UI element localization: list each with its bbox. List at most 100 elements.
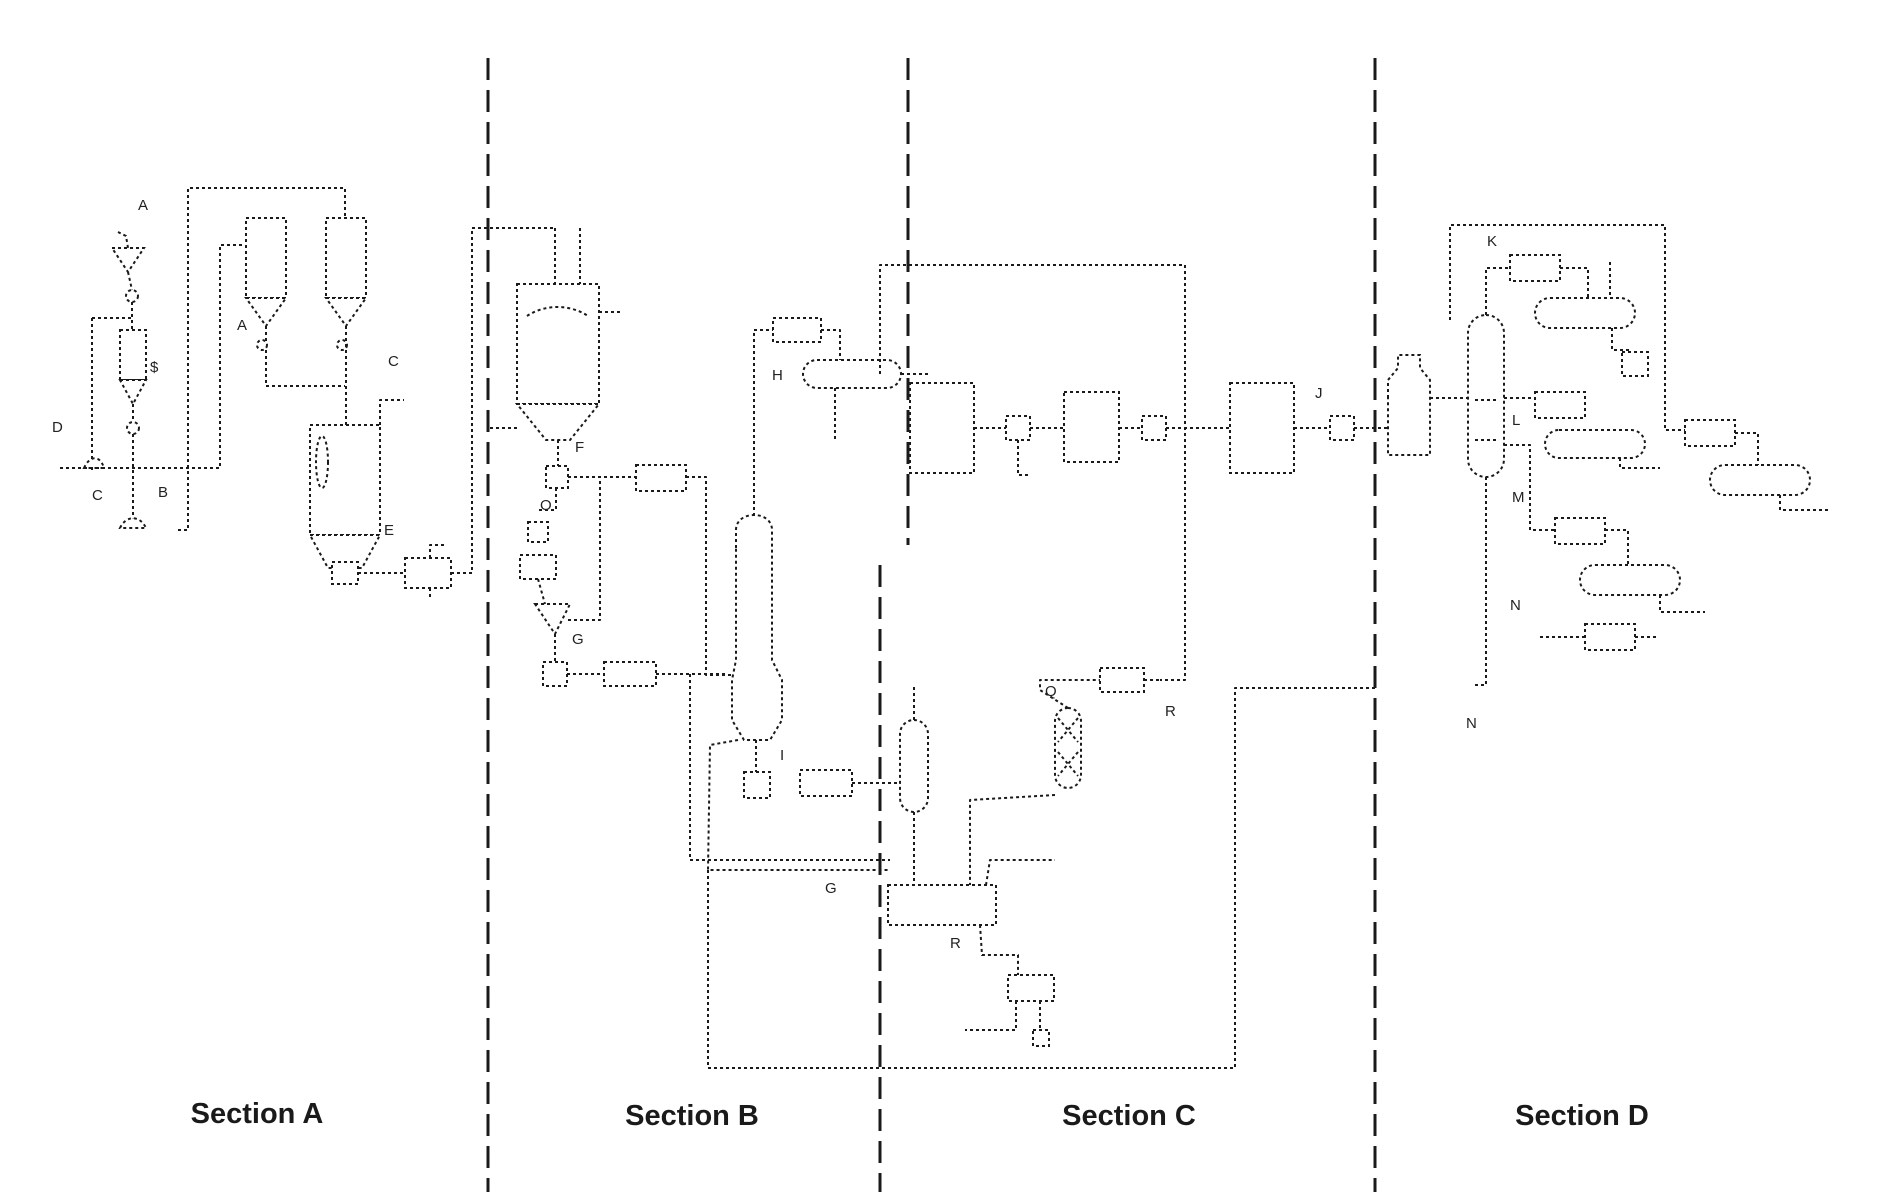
tank-o [520,555,556,579]
label-i: I [780,747,784,764]
valve-a2 [127,422,139,434]
exchanger-r [1100,668,1144,692]
section-d-title: Section D [1515,1100,1649,1132]
label-g2: G [825,880,837,897]
header-r [888,885,996,925]
symbol-mark: $ [150,359,159,376]
label-a1: A [138,197,148,214]
cyclone-g [535,604,570,634]
reactor-feed [555,228,580,285]
pump-g [543,662,567,686]
section-c-title: Section C [1062,1100,1196,1132]
condenser-h [773,318,821,342]
line-h [821,330,840,360]
section-a-equipment: $ [60,188,555,600]
label-a2: A [237,317,247,334]
pump-i [744,772,770,798]
pump-c2 [1142,416,1166,440]
section-b-title: Section B [625,1100,759,1132]
exchanger-n [1585,624,1635,650]
valve-a1 [126,290,138,302]
label-g1: G [572,631,584,648]
drum-l2-out [1780,495,1830,510]
pump-k [1622,352,1648,376]
column-d [1468,315,1504,477]
line-m2 [1605,530,1628,565]
hopper-a [112,248,144,272]
pump-j [1330,416,1354,440]
line-g-recycle [690,674,890,860]
silo-1-discharge [266,326,345,386]
pump-c1 [1006,416,1030,440]
lock-vessel-a-cone [120,380,146,404]
lock-vessel-a [120,330,146,380]
label-o: O [540,497,552,514]
label-l: L [1512,412,1520,429]
exchanger-l2 [1685,420,1735,446]
reactor [517,284,599,404]
label-q: Q [1045,683,1057,700]
valve-cluster-c [84,458,104,468]
column-i-recycle [708,740,890,870]
agitator [316,436,328,488]
valve-cluster-b [120,518,146,528]
vessel-d-feed [1388,355,1430,455]
vessel-c2 [1064,392,1119,462]
exchanger-m [1555,518,1605,544]
column-i-overhead [754,330,773,516]
line-f-to-column [686,477,736,675]
line-f [568,477,636,620]
label-c2: C [388,353,399,370]
line-r2 [980,925,1018,975]
label-c1: C [92,487,103,504]
label-e: E [384,522,394,539]
label-r1: R [1165,703,1176,720]
drum-h [803,360,901,388]
label-n1: N [1510,597,1521,614]
reactor-cone [517,404,599,440]
drum-l [1545,430,1645,458]
line-d-main [60,245,245,468]
section-a-title: Section A [191,1098,324,1130]
vent-c [380,400,404,425]
label-m: M [1512,489,1525,506]
section-dividers [488,58,1375,1192]
silo-2-cone [326,298,366,326]
exchanger-f [636,465,686,491]
line-q-bottom [970,795,1055,885]
drum-m-out [1660,595,1705,612]
label-h: H [772,367,783,384]
header-r-vent [986,860,1055,885]
line-l2 [1735,433,1758,465]
section-c-equipment [852,265,1388,1046]
silo-1-cone [246,298,286,326]
section-b-labels: F G G H I O [540,367,837,897]
condenser-k [1510,255,1560,281]
silo-2 [326,218,366,298]
tank-c2 [1230,383,1294,473]
feed-line [118,232,128,248]
label-f: F [575,439,584,456]
section-d-equipment [1388,225,1830,688]
label-k: K [1487,233,1497,250]
pump-e [332,562,358,584]
line-long-recycle [708,688,1375,1068]
drum-l-out [1620,458,1660,468]
exchanger-g2 [800,770,852,796]
drum-m [1580,565,1680,595]
label-j: J [1315,385,1323,402]
exchanger-g [604,662,656,686]
section-d-labels: K L M N N [1466,233,1525,732]
drum-k-out [1612,328,1630,350]
valve-silo-1 [257,340,267,350]
line-k [1560,262,1610,298]
drum-l2 [1710,465,1810,495]
exchanger-r2 [1008,975,1054,1001]
exchanger-l [1535,392,1585,418]
section-b-equipment [490,228,1375,1068]
pump-r [1033,1030,1049,1046]
label-r2: R [950,935,961,952]
label-d: D [52,419,63,436]
tank-c1 [910,383,974,473]
